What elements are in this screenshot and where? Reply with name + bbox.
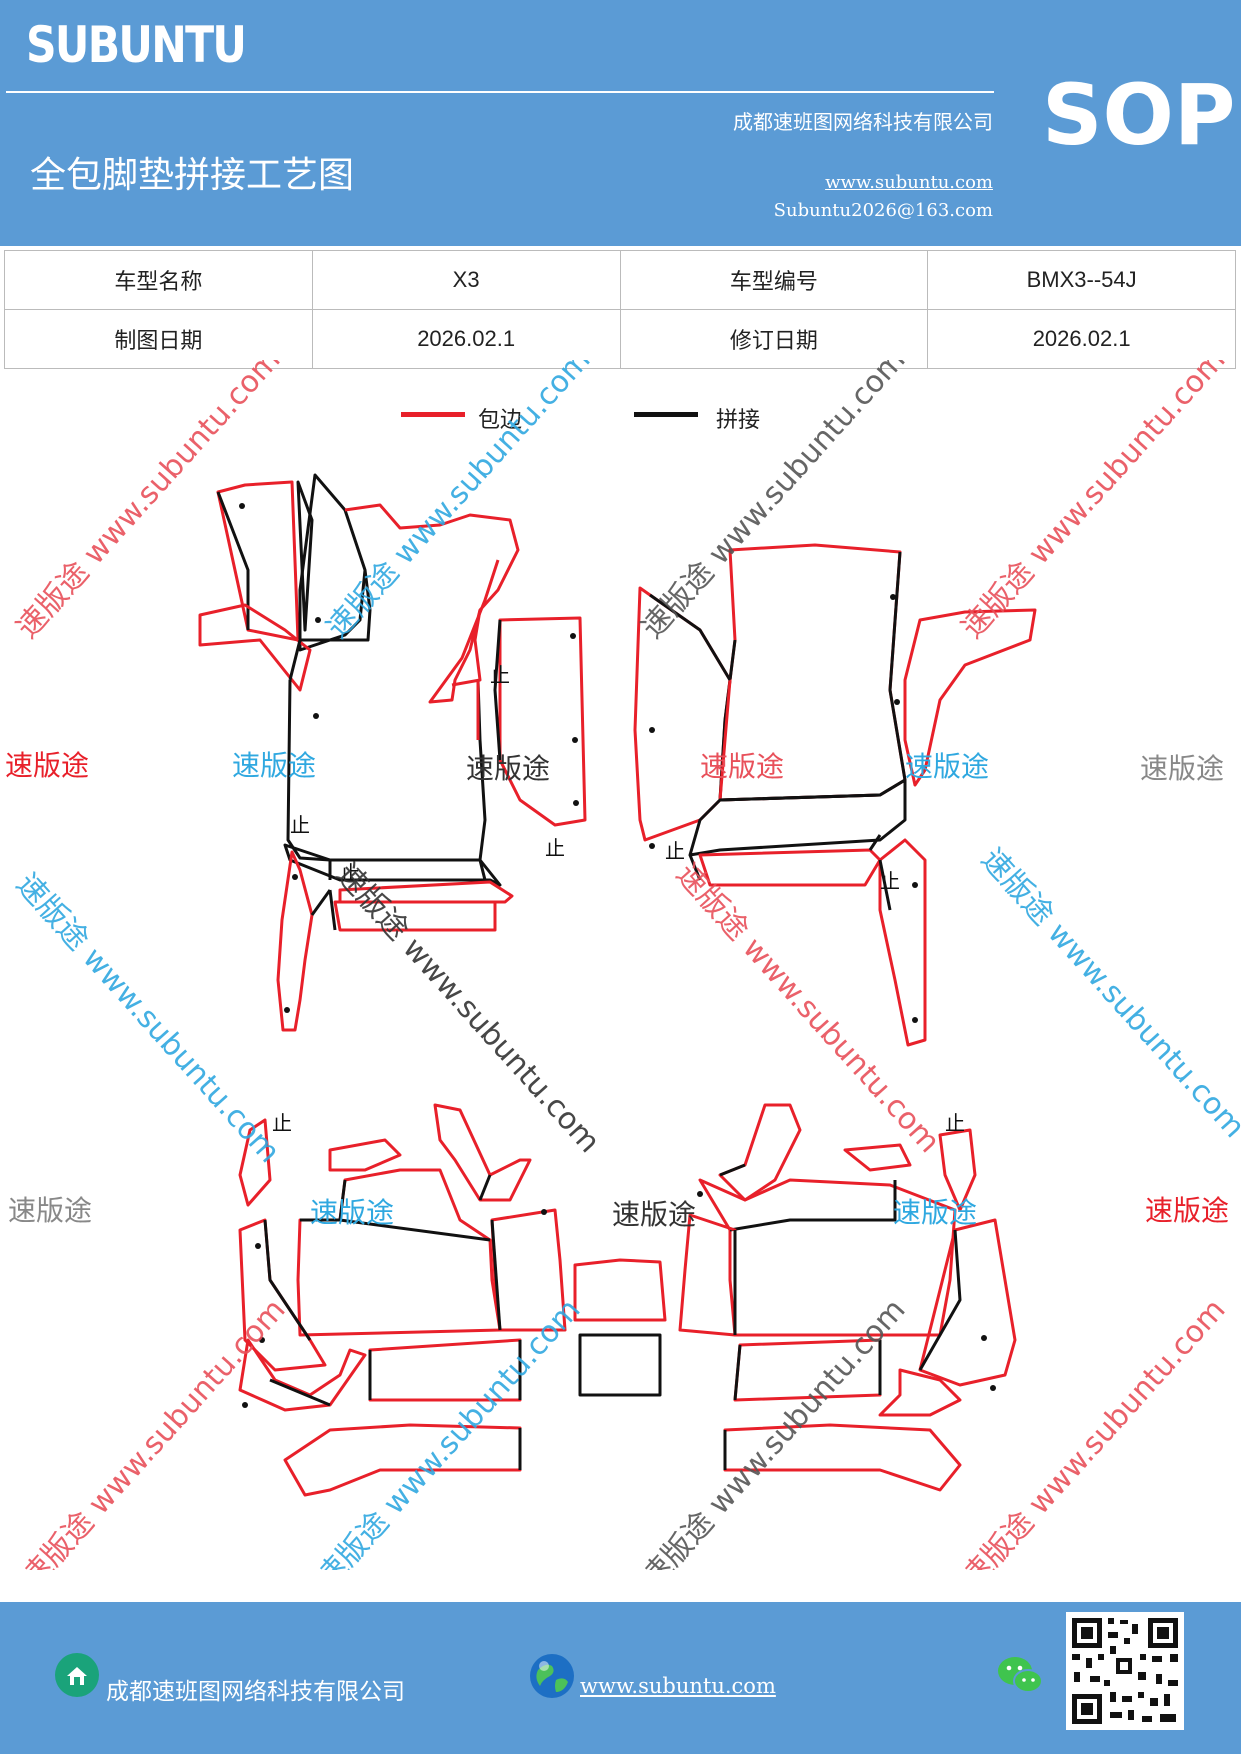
legend-label-wrap: 包边 — [478, 408, 523, 433]
document-title: 全包脚垫拼接工艺图 — [30, 155, 355, 196]
rear-right-mat — [678, 1103, 1017, 1492]
seam-marker-text: 止 — [290, 813, 310, 837]
table-row: 车型名称 X3 车型编号 BMX3--54J — [4, 250, 1236, 310]
table-cell: 制图日期 — [4, 309, 313, 369]
seam-marker-text: 止 — [490, 663, 510, 687]
legend-swatch-red — [401, 412, 465, 417]
rear-left-mat — [238, 1103, 667, 1497]
seam-marker-text: 止 — [272, 1111, 292, 1135]
header: SUBUNTU 成都速班图网络科技有限公司 全包脚垫拼接工艺图 www.subu… — [0, 0, 1241, 246]
seam-markers: 止 止 止 止 止 止 止 止 — [272, 663, 965, 1135]
company-name: 成都速班图网络科技有限公司 — [733, 110, 993, 134]
seam-marker-text: 止 — [880, 869, 900, 893]
table-cell: 车型名称 — [4, 250, 313, 310]
legend: 包边 拼接 — [0, 402, 1241, 442]
sop-badge: SOP — [1042, 66, 1236, 164]
legend-label-seam: 拼接 — [716, 408, 761, 433]
footer: 成都速班图网络科技有限公司 www.subuntu.com — [0, 1602, 1241, 1754]
footer-company-name: 成都速班图网络科技有限公司 — [106, 1679, 405, 1705]
footer-website-link[interactable]: www.subuntu.com — [580, 1674, 776, 1698]
legend-swatch-black — [634, 412, 698, 417]
email-address: Subuntu2026@163.com — [773, 200, 993, 221]
table-cell: 修订日期 — [619, 309, 929, 369]
seam-marker-text: 止 — [665, 839, 685, 863]
seam-marker-text: 止 — [545, 836, 565, 860]
table-cell: BMX3--54J — [927, 250, 1236, 310]
website-link[interactable]: www.subuntu.com — [825, 172, 993, 193]
front-right-mat — [633, 543, 1037, 1047]
home-icon — [55, 1653, 99, 1697]
info-table: 车型名称 X3 车型编号 BMX3--54J 制图日期 2026.02.1 修订… — [4, 250, 1236, 369]
table-cell: 2026.02.1 — [927, 309, 1236, 369]
wechat-icon — [998, 1657, 1043, 1693]
seam-marker-text: 止 — [340, 861, 360, 885]
seam-marker-text: 止 — [945, 1111, 965, 1135]
globe-icon — [530, 1654, 574, 1698]
brand-logo: SUBUNTU — [26, 16, 247, 74]
qr-code[interactable] — [1066, 1612, 1184, 1730]
table-cell: X3 — [311, 250, 621, 310]
mat-diagram: 止 止 止 止 止 止 止 止 — [198, 473, 1037, 1497]
front-left-mat — [198, 473, 587, 1032]
table-row: 制图日期 2026.02.1 修订日期 2026.02.1 — [4, 309, 1236, 369]
table-cell: 车型编号 — [619, 250, 929, 310]
header-divider — [6, 91, 994, 93]
table-cell: 2026.02.1 — [311, 309, 621, 369]
